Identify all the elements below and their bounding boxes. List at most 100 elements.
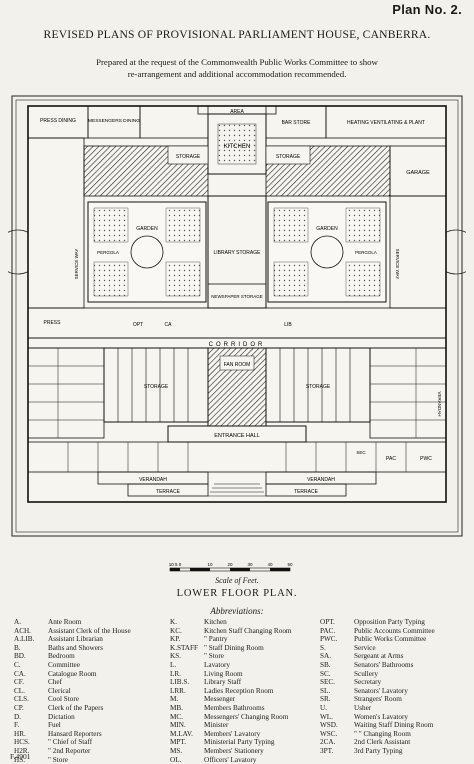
abbreviation-row: A.Ante Room [14, 618, 131, 627]
scale-bar-segment-4 [270, 568, 290, 571]
right-garden-bed-2 [345, 207, 381, 243]
label-service-way-right: SERVICE WAY [395, 249, 400, 280]
terrace-right [265, 483, 347, 497]
abbreviation-key: F. [14, 721, 20, 730]
abbreviation-meaning: Assistant Librarian [48, 635, 103, 644]
abbreviation-meaning: Messenger [204, 695, 236, 704]
west-office-partitions [28, 348, 104, 438]
abbreviation-key: HS. [14, 755, 25, 764]
abbreviation-meaning: Public Accounts Committee [354, 626, 435, 635]
abbreviation-row: CL.Clerical [14, 687, 131, 696]
abbreviation-meaning: Baths and Showers [48, 643, 104, 652]
abbreviation-meaning: Usher [354, 703, 372, 712]
document-title: REVISED PLANS OF PROVISIONAL PARLIAMENT … [43, 28, 431, 41]
abbreviation-meaning: " Chief of Staff [48, 738, 93, 747]
abbreviation-row: C.Committee [14, 661, 131, 670]
label-verandah-east: VERANDAH [437, 391, 442, 416]
abbreviation-row: SEC. Secretary [320, 678, 435, 687]
abbreviation-meaning: Committee [48, 660, 80, 669]
abbreviation-row: LRR.Ladies Reception Room [170, 687, 292, 696]
document-subtitle: Prepared at the request of the Commonwea… [40, 56, 434, 80]
abbreviation-row: L.Lavatory [170, 661, 292, 670]
abbreviation-row: HS. " Store [14, 756, 131, 764]
abbreviation-key: SEC. [320, 678, 335, 687]
room-storage-right [265, 145, 311, 165]
abbreviation-key: LIB.S. [170, 678, 190, 687]
scale-bar-segment-2 [190, 568, 210, 571]
scale-bar-svg: 10 5 0 10 20 30 40 50 [169, 562, 293, 572]
label-storage-mid-left: STORAGE [144, 384, 169, 390]
abbreviation-meaning: Library Staff [204, 678, 242, 687]
label-pac: PAC [386, 456, 396, 462]
abbreviation-key: A. [14, 618, 21, 626]
floor-plan-title: LOWER FLOOR PLAN. [176, 588, 298, 599]
kitchen-room [207, 113, 267, 175]
abbreviation-row: LIB.S. Library Staff [170, 678, 292, 687]
abbreviation-meaning: " Store [204, 652, 224, 661]
abbreviation-meaning: Members Bathrooms [204, 703, 265, 712]
abbreviation-row: CF.Chef [14, 678, 131, 687]
abbreviation-key: U. [320, 703, 327, 712]
abbreviation-key: 3PT. [320, 746, 334, 755]
label-terrace-right: TERRACE [294, 489, 319, 495]
abbreviation-row: BD.Bedroom [14, 652, 131, 661]
abbreviation-row: CP. Clerk of the Papers [14, 704, 131, 713]
abbreviation-meaning: Members' Lavatory [204, 729, 261, 738]
label-storage-mid-right: STORAGE [306, 384, 331, 390]
left-garden-bed-2 [165, 207, 201, 243]
abbreviation-key: CP. [14, 703, 24, 712]
site-boundary [11, 95, 463, 537]
label-service-way-left: SERVICE WAY [74, 249, 79, 280]
abbreviation-row: ACH.Assistant Clerk of the House [14, 627, 131, 636]
abbreviation-row: WSC." " Changing Room [320, 730, 435, 739]
scale-bar-segment-3 [230, 568, 250, 571]
abbreviation-row: MC. Messengers' Changing Room [170, 713, 292, 722]
abbreviation-meaning: Service [354, 643, 376, 652]
abbreviation-row: SL.Senators' Lavatory [320, 687, 435, 696]
abbreviation-key: MC. [170, 712, 183, 721]
right-garden-circle [310, 235, 344, 269]
scale-caption: Scale of Feet. [215, 576, 259, 585]
abbreviation-meaning: Living Room [204, 669, 243, 678]
abbreviation-key: M. [170, 695, 179, 704]
abbreviation-meaning: Messengers' Changing Room [204, 712, 289, 721]
abbreviation-meaning: " Store [48, 755, 68, 764]
east-office-partitions [370, 348, 446, 438]
entrance-steps [208, 483, 266, 497]
abbreviation-key: A.LIB. [14, 635, 35, 644]
abbreviation-key: MPT. [170, 738, 187, 747]
scale-tick-1: 10 [207, 562, 213, 567]
abbreviation-meaning: Clerk of the Papers [48, 703, 104, 712]
abbreviation-meaning: Waiting Staff Dining Room [354, 721, 434, 730]
abbreviation-row: MPT.Ministerial Party Typing [170, 738, 292, 747]
abbreviation-key: S. [320, 643, 326, 652]
abbreviation-row: MS.Members' Stationery [170, 747, 292, 756]
abbreviation-row: F.Fuel [14, 721, 131, 730]
abbreviation-meaning: Lavatory [204, 660, 230, 669]
scale-tick-2: 20 [227, 562, 233, 567]
abbreviation-key: K. [170, 618, 177, 626]
abbreviation-key: SC. [320, 669, 331, 678]
abbreviation-row: HCS." Chief of Staff [14, 738, 131, 747]
abbreviation-meaning: Chef [48, 678, 62, 687]
right-garden-bed-1 [273, 207, 309, 243]
abbreviation-key: LR. [170, 669, 181, 678]
abbreviation-key: PWC. [320, 635, 338, 644]
label-ca: CA [165, 322, 173, 328]
abbreviation-meaning: Strangers' Room [354, 695, 402, 704]
left-garden-bed-3 [93, 261, 129, 297]
abbreviation-meaning: 2nd Clerk Assistant [354, 738, 411, 747]
abbreviation-meaning: Public Works Committee [354, 635, 427, 644]
abbreviation-row: 3PT.3rd Party Typing [320, 747, 435, 756]
abbreviation-key: MIN. [170, 721, 186, 730]
abbreviation-row: 2CA.2nd Clerk Assistant [320, 738, 435, 747]
abbreviation-key: KS. [170, 652, 181, 661]
abbreviation-meaning: Secretary [354, 678, 382, 687]
floor-plan-drawing: AREA KITCHEN PRESS DINING MESSENGERS DIN… [0, 84, 474, 560]
abbreviation-row: OL.Officers' Lavatory [170, 756, 292, 764]
floor-plan-svg: AREA KITCHEN PRESS DINING MESSENGERS DIN… [0, 95, 474, 537]
abbreviation-meaning: Officers' Lavatory [204, 755, 257, 764]
abbreviation-key: WSC. [320, 729, 338, 738]
label-messengers-dining: MESSENGERS DINING [88, 118, 140, 124]
